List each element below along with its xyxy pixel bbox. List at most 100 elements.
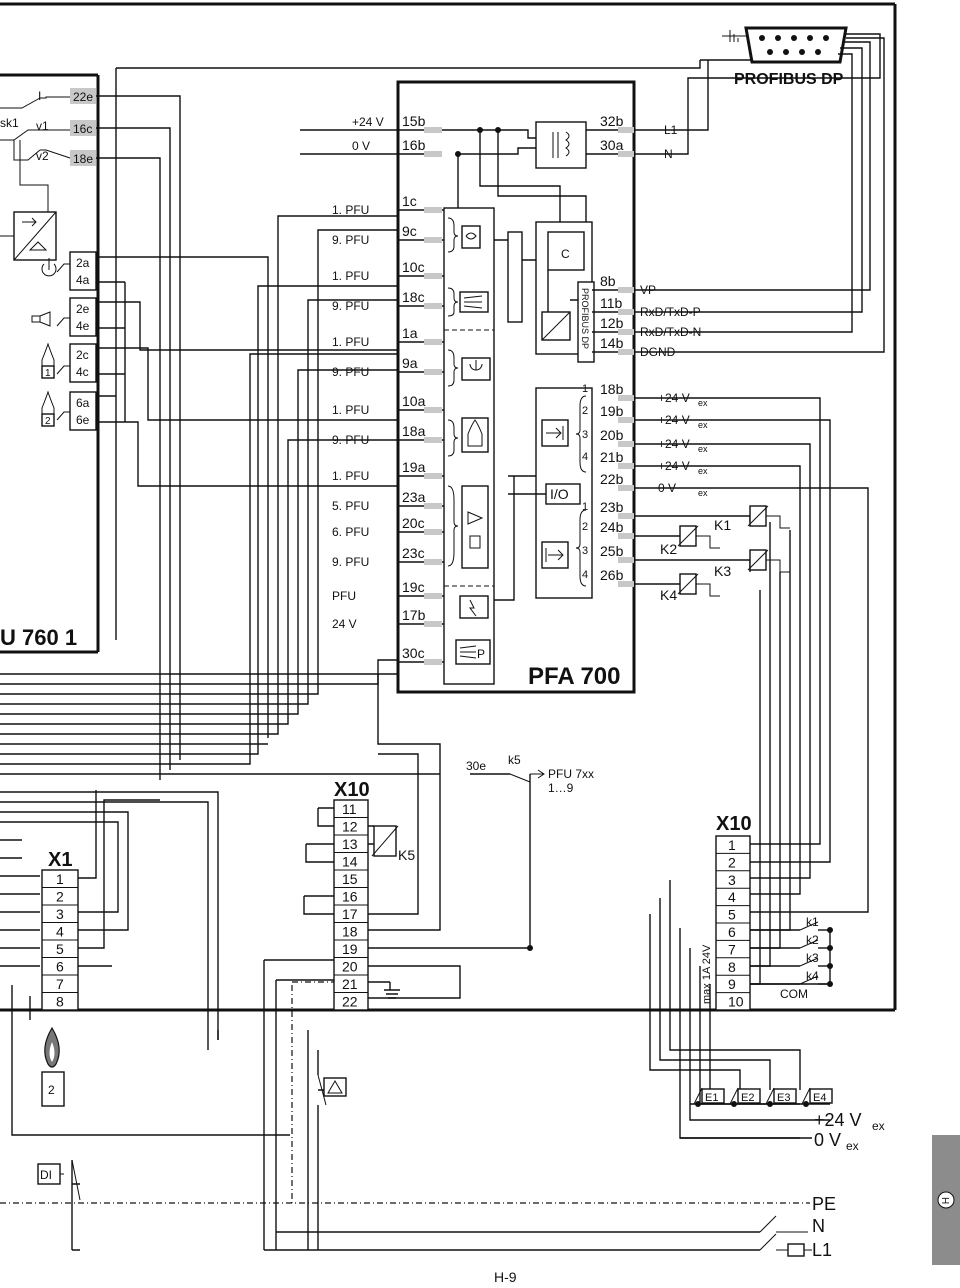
flame-1-icon: 1 — [41, 342, 70, 379]
relay-k5-label: K5 — [398, 847, 415, 863]
x10-mid-terminal: 12 — [342, 819, 358, 835]
unit-u760: U 760 1 22e 16c 18e I v1 v2 sk1 2a 4a 2e… — [0, 73, 100, 654]
pfu-label: 9. PFU — [332, 555, 369, 569]
pin — [618, 395, 634, 401]
supply-plus-sub: ex — [872, 1119, 885, 1133]
page-number: H-9 — [494, 1269, 517, 1285]
pin — [618, 463, 634, 469]
io-channel-num: 4 — [582, 569, 588, 581]
x10-mid-terminal: 18 — [342, 924, 358, 940]
input-e-label: E1 — [705, 1092, 718, 1104]
flame-symbol-icon — [461, 417, 489, 453]
pin — [424, 529, 442, 535]
pfa-terminal-label: 1c — [402, 193, 417, 209]
pin — [618, 287, 634, 293]
x1-terminal: 6 — [56, 959, 64, 975]
relay-k4: K4 — [660, 573, 720, 603]
mains-label: L1 — [812, 1240, 832, 1260]
pfa-terminal-label: 24b — [600, 519, 624, 535]
pfa-terminal-label: 18c — [402, 289, 425, 305]
pfa-terminal-label: 19c — [402, 579, 425, 595]
pin — [618, 557, 634, 563]
pfa-terminal-label: 11b — [600, 295, 623, 311]
io-channel-num: 2 — [582, 405, 588, 417]
junction-dot — [827, 927, 833, 933]
profibus-label: PROFIBUS DP — [734, 71, 844, 88]
power-label: +24 V — [352, 115, 384, 129]
input-e-label: E3 — [777, 1092, 790, 1104]
pin — [618, 441, 634, 447]
profibus-connector: PROFIBUS DP — [700, 26, 848, 88]
relay-k3: K3 — [714, 549, 790, 579]
x10-right-title: X10 — [716, 813, 752, 835]
pin — [424, 473, 442, 479]
supply-zero-sub: ex — [846, 1139, 859, 1153]
x10-mid-terminal: 22 — [342, 994, 358, 1010]
x10-right-terminal: 6 — [728, 924, 736, 940]
x10-mid-terminal: 11 — [342, 801, 357, 817]
fault-icon — [459, 595, 489, 619]
relays: K1 K2 K3 K4 — [660, 505, 790, 603]
pfu-label: 1. PFU — [332, 203, 369, 217]
pin — [618, 127, 634, 133]
x10-mid-terminal: 17 — [342, 906, 358, 922]
pfa-terminal-label: 21b — [600, 449, 624, 465]
pfa-signal-sub: ex — [698, 466, 708, 476]
supply-zero: 0 V — [814, 1130, 841, 1150]
pin — [618, 513, 634, 519]
input-e-label: E2 — [741, 1092, 754, 1104]
input-e-box — [737, 1088, 761, 1104]
pfa-terminal-label: 30c — [402, 645, 425, 661]
pfa-terminal-label: 8b — [600, 273, 616, 289]
pin — [618, 349, 634, 355]
x10-right-terminal: 1 — [728, 837, 736, 853]
pin — [618, 533, 634, 539]
x10-right-terminal: 5 — [728, 907, 736, 923]
transformer-icon — [535, 121, 587, 169]
svg-text:P: P — [477, 647, 485, 661]
relay-label: K4 — [660, 587, 677, 603]
junction-dot — [827, 963, 833, 969]
pfa-terminal-label: 12b — [600, 315, 624, 331]
x10-mid-terminal: 16 — [342, 889, 358, 905]
pfa-terminal-label: 23b — [600, 499, 624, 515]
left-terminal-label: 16c — [73, 122, 92, 136]
switch-label: I — [38, 89, 41, 103]
purge-icon: P — [455, 639, 491, 665]
pair-label: 4e — [76, 319, 90, 333]
io-channel-num: 3 — [582, 429, 588, 441]
pfa-terminal-label: 32b — [600, 113, 624, 129]
power-label: 0 V — [352, 139, 370, 153]
burner-valve-icon — [461, 485, 489, 569]
x10-right-terminal: 9 — [728, 976, 736, 992]
x1-terminal: 1 — [56, 871, 64, 887]
input-e-box — [773, 1088, 797, 1104]
relay-label: K3 — [714, 563, 731, 579]
pfa-terminal-label: 19b — [600, 403, 624, 419]
pfa-signal-sub: ex — [698, 444, 708, 454]
power-icon — [41, 258, 70, 277]
ground-icon — [722, 30, 746, 42]
io-channel-num: 1 — [582, 501, 588, 513]
pfa-signal-sub: ex — [698, 488, 708, 498]
pair-label: 6a — [76, 396, 90, 410]
pfa-terminal-label: 22b — [600, 471, 624, 487]
x10-mid-title: X10 — [334, 779, 370, 801]
pin — [424, 559, 442, 565]
k5-contact: k5 — [508, 753, 521, 767]
relay-k1: K1 — [714, 505, 790, 533]
k-contact-label: k1 — [806, 915, 819, 929]
pin — [424, 127, 442, 133]
io-channel-num: 4 — [582, 451, 588, 463]
x10-right-terminal: 8 — [728, 959, 736, 975]
pfa-terminal-label: 19a — [402, 459, 426, 475]
di-block: DI — [37, 1159, 81, 1210]
input-arrow-icon — [541, 419, 569, 447]
wiring-left — [0, 60, 810, 1251]
pin — [424, 621, 442, 627]
pin — [618, 329, 634, 335]
k5-range: 1…9 — [548, 781, 574, 795]
